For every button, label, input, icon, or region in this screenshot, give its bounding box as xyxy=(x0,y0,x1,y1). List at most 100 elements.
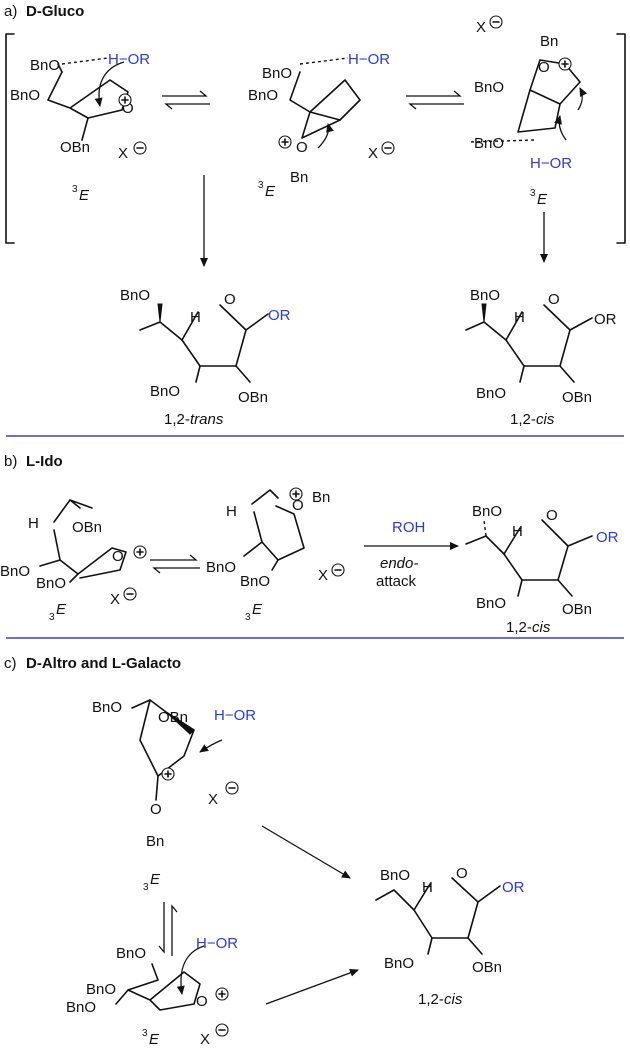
svg-text:1,2-: 1,2- xyxy=(510,411,536,428)
svg-text:D-Altro and L-Galacto: D-Altro and L-Galacto xyxy=(26,655,181,672)
a2-bn: Bn xyxy=(290,169,308,186)
svg-text:L-Ido: L-Ido xyxy=(26,453,63,470)
molecule-c2-oxocarbenium: BnO H−OR BnO BnO O X xyxy=(66,935,238,1048)
svg-text:E: E xyxy=(537,191,548,208)
product-a-cis: BnO H O OR BnO OBn xyxy=(465,287,617,406)
trans-bno-bottom: BnO xyxy=(150,383,180,400)
c1-conformer-label: E 3 xyxy=(143,871,161,893)
c1-hor: H−OR xyxy=(214,707,256,724)
equilibrium-c1-c2 xyxy=(158,902,178,956)
svg-text:E: E xyxy=(150,871,161,888)
a1-x: X xyxy=(118,145,128,162)
cis-b-bno-top: BnO xyxy=(472,503,502,520)
cis-c-bno-bottom: BnO xyxy=(384,955,414,972)
a3-x: X xyxy=(476,19,486,36)
c2-o: O xyxy=(196,993,208,1010)
c1-obn: OBn xyxy=(158,709,188,726)
svg-text:1,2-: 1,2- xyxy=(164,411,190,428)
b1-bno-2: BnO xyxy=(36,575,66,592)
svg-text:1,2-: 1,2- xyxy=(506,619,532,636)
equilibrium-b1-b2 xyxy=(150,554,200,574)
a1-obn-bottom: OBn xyxy=(60,139,90,156)
a1-bno-mid: BnO xyxy=(10,87,40,104)
b1-bno-1: BnO xyxy=(0,563,30,580)
c1-bno-top: BnO xyxy=(92,699,122,716)
svg-text:E: E xyxy=(79,187,90,204)
a1-o: O xyxy=(122,100,134,117)
cis-c-or: OR xyxy=(502,879,525,896)
svg-text:E: E xyxy=(265,183,276,200)
a3-bn: Bn xyxy=(540,33,558,50)
molecule-a2-bicyclic: BnO BnO H−OR O Bn X xyxy=(248,51,395,186)
c2-bno-low: BnO xyxy=(66,999,96,1016)
b2-bno-2: BnO xyxy=(240,573,270,590)
b2-x: X xyxy=(318,567,328,584)
svg-text:trans: trans xyxy=(190,411,224,428)
section-a-title: D-Gluco xyxy=(26,3,84,20)
svg-text:3: 3 xyxy=(245,612,251,623)
a3-bno-top: BnO xyxy=(474,79,504,96)
cis-a-or: OR xyxy=(594,311,617,328)
svg-text:c): c) xyxy=(4,655,17,672)
a2-hor: H−OR xyxy=(348,51,390,68)
b2-bn: Bn xyxy=(312,489,330,506)
a1-conformer-label: 3 E xyxy=(72,184,90,204)
cis-b-o: O xyxy=(546,507,558,524)
product-c-cis: BnO H O OR BnO OBn xyxy=(375,865,525,976)
cis-b-bno-bottom: BnO xyxy=(476,595,506,612)
b-reagent-roh: ROH xyxy=(392,519,425,536)
svg-text:cis: cis xyxy=(532,619,551,636)
section-c-header: c) D-Altro and L-Galacto xyxy=(4,655,181,672)
svg-text:3: 3 xyxy=(143,882,149,893)
reaction-arrow-b: ROH endo- attack xyxy=(364,519,459,590)
cis-a-caption: 1,2- cis xyxy=(510,411,555,428)
svg-text:E: E xyxy=(252,601,263,618)
c1-bn: Bn xyxy=(146,833,164,850)
svg-text:3: 3 xyxy=(530,188,536,199)
arrow-c1-to-product xyxy=(261,825,351,879)
svg-text:cis: cis xyxy=(444,991,463,1008)
right-bracket xyxy=(616,33,626,244)
c2-hor: H−OR xyxy=(196,935,238,952)
left-bracket xyxy=(5,33,15,244)
c2-bno-mid: BnO xyxy=(86,981,116,998)
b2-o: O xyxy=(292,497,304,514)
a2-x: X xyxy=(368,145,378,162)
molecule-b1-oxocarbenium: H OBn BnO BnO O X xyxy=(0,499,147,608)
a1-bno-top: BnO xyxy=(30,57,60,74)
svg-text:E: E xyxy=(149,1031,160,1048)
svg-text:3: 3 xyxy=(49,612,55,623)
a2-bno-top: BnO xyxy=(262,65,292,82)
c1-x: X xyxy=(208,791,218,808)
molecule-c1-bicyclic: BnO OBn H−OR O Bn X xyxy=(92,699,256,850)
c2-x: X xyxy=(200,1031,210,1048)
a3-hor: H−OR xyxy=(530,155,572,172)
equilibrium-a2-a3 xyxy=(406,90,464,110)
a1-hor: H−OR xyxy=(108,51,150,68)
trans-or: OR xyxy=(268,307,291,324)
a2-bno-mid: BnO xyxy=(248,87,278,104)
cis-a-h: H xyxy=(514,309,525,326)
svg-text:b): b) xyxy=(4,453,17,470)
cis-c-h: H xyxy=(422,879,433,896)
product-a-trans: BnO H O OR BnO OBn xyxy=(120,287,291,406)
a3-o: O xyxy=(538,59,550,76)
trans-o: O xyxy=(224,291,236,308)
cis-a-o: O xyxy=(548,291,560,308)
cis-b-obn: OBn xyxy=(562,601,592,618)
cis-b-h: H xyxy=(512,523,523,540)
cis-c-obn: OBn xyxy=(472,959,502,976)
cis-c-caption: 1,2- cis xyxy=(418,991,463,1008)
cis-b-or: OR xyxy=(596,529,619,546)
c2-conformer-label: 3 E xyxy=(142,1028,160,1048)
cis-a-bno-bottom: BnO xyxy=(476,385,506,402)
trans-bno-top: BnO xyxy=(120,287,150,304)
molecule-a3-bicyclic: X Bn O BnO BnO H−OR xyxy=(469,15,588,172)
trans-caption: 1,2- trans xyxy=(164,411,224,428)
svg-text:3: 3 xyxy=(72,184,78,195)
c2-bno-top: BnO xyxy=(116,945,146,962)
a3-conformer-label: 3 E xyxy=(530,188,548,208)
arrow-c2-to-product xyxy=(265,969,359,1005)
b2-conformer-label: E 3 xyxy=(245,601,263,623)
